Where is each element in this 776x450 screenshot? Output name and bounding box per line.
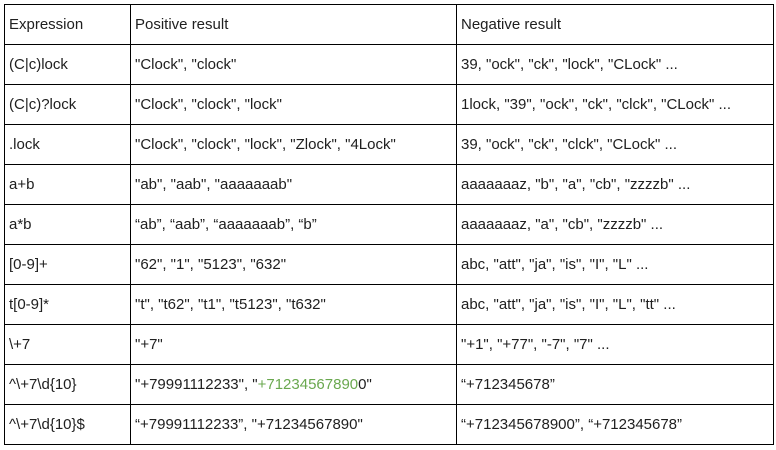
regex-examples-table: Expression Positive result Negative resu… — [4, 4, 774, 445]
negative-result-cell: 39, "ock", "ck", "lock", "CLock" ... — [456, 44, 774, 85]
header-expression: Expression — [4, 4, 131, 45]
table-row: a+b "ab", "aab", "aaaaaaab" aaaaaaaz, "b… — [4, 164, 774, 205]
positive-result-cell: "Clock", "clock" — [130, 44, 457, 85]
positive-result-cell: "Clock", "clock", "lock" — [130, 84, 457, 125]
table-row: a*b “ab”, “aab”, “aaaaaaab”, “b” aaaaaaa… — [4, 204, 774, 245]
table-row: ^\+7\d{10}$ “+79991112233”, "+7123456789… — [4, 404, 774, 445]
expression-cell: t[0-9]* — [4, 284, 131, 325]
regex-examples-table-wrapper: Expression Positive result Negative resu… — [4, 4, 774, 445]
negative-result-cell: "+1", "+77", "-7", "7" ... — [456, 324, 774, 365]
table-row: \+7 "+7" "+1", "+77", "-7", "7" ... — [4, 324, 774, 365]
positive-result-cell: “+79991112233”, "+71234567890" — [130, 404, 457, 445]
negative-result-cell: abc, "att", "ja", "is", "I", "L", "tt" .… — [456, 284, 774, 325]
positive-result-cell: "+79991112233", "+712345678900" — [130, 364, 457, 405]
expression-cell: ^\+7\d{10} — [4, 364, 131, 405]
negative-result-cell: 1lock, "39", "ock", "ck", "clck", "CLock… — [456, 84, 774, 125]
table-row: [0-9]+ "62", "1", "5123", "632" abc, "at… — [4, 244, 774, 285]
table-header-row: Expression Positive result Negative resu… — [4, 4, 774, 45]
header-positive-result: Positive result — [130, 4, 457, 45]
expression-cell: ^\+7\d{10}$ — [4, 404, 131, 445]
expression-cell: (C|c)lock — [4, 44, 131, 85]
expression-cell: a+b — [4, 164, 131, 205]
positive-text-before: "+79991112233", " — [135, 376, 258, 393]
header-negative-result: Negative result — [456, 4, 774, 45]
positive-result-cell: "62", "1", "5123", "632" — [130, 244, 457, 285]
positive-text-after: 0" — [358, 376, 372, 393]
table-row: ^\+7\d{10} "+79991112233", "+71234567890… — [4, 364, 774, 405]
expression-cell: (C|c)?lock — [4, 84, 131, 125]
highlighted-match-text: +71234567890 — [257, 376, 359, 393]
positive-result-cell: "ab", "aab", "aaaaaaab" — [130, 164, 457, 205]
expression-cell: .lock — [4, 124, 131, 165]
table-row: (C|c)lock "Clock", "clock" 39, "ock", "c… — [4, 44, 774, 85]
negative-result-cell: “+712345678900”, “+712345678” — [456, 404, 774, 445]
negative-result-cell: aaaaaaaz, "b", "a", "cb", "zzzzb" ... — [456, 164, 774, 205]
positive-result-cell: “ab”, “aab”, “aaaaaaab”, “b” — [130, 204, 457, 245]
expression-cell: [0-9]+ — [4, 244, 131, 285]
table-row: .lock "Clock", "clock", "lock", "Zlock",… — [4, 124, 774, 165]
negative-result-cell: 39, "ock", "ck", "clck", "CLock" ... — [456, 124, 774, 165]
negative-result-cell: “+712345678” — [456, 364, 774, 405]
expression-cell: a*b — [4, 204, 131, 245]
expression-cell: \+7 — [4, 324, 131, 365]
positive-result-cell: "+7" — [130, 324, 457, 365]
table-row: (C|c)?lock "Clock", "clock", "lock" 1loc… — [4, 84, 774, 125]
negative-result-cell: abc, "att", "ja", "is", "I", "L" ... — [456, 244, 774, 285]
negative-result-cell: aaaaaaaz, "a", "cb", "zzzzb" ... — [456, 204, 774, 245]
positive-result-cell: "Clock", "clock", "lock", "Zlock", "4Loc… — [130, 124, 457, 165]
table-row: t[0-9]* "t", "t62", "t1", "t5123", "t632… — [4, 284, 774, 325]
positive-result-cell: "t", "t62", "t1", "t5123", "t632" — [130, 284, 457, 325]
